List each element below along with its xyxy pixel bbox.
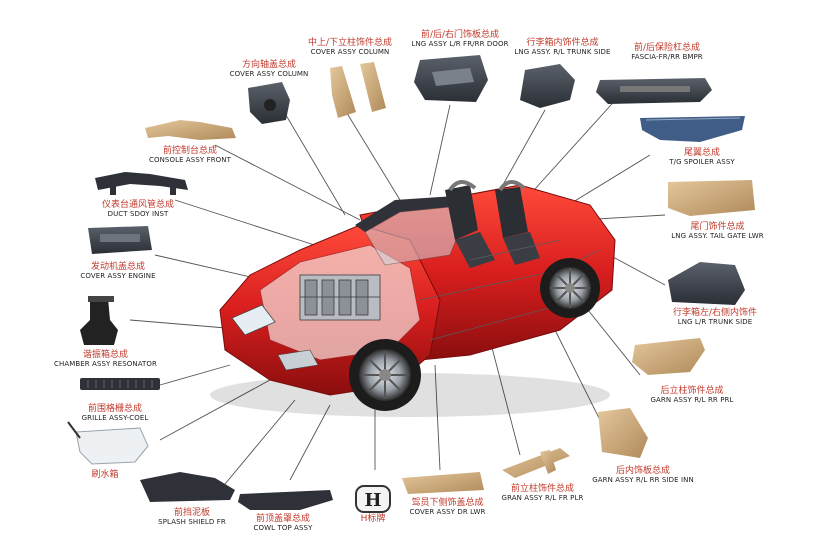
label-en: COVER ASSY ENGINE	[80, 272, 156, 281]
part-bumper	[596, 78, 712, 104]
part-washer-tank	[67, 421, 149, 465]
label-cn: 尾门饰件总成	[690, 222, 745, 232]
part-resonator	[80, 296, 118, 345]
label-en: LNG ASSY. TAIL GATE LWR	[671, 232, 764, 241]
label-en: COVER ASSY DR LWR	[409, 508, 486, 517]
label-cn: 仪表台通风管总成	[101, 200, 174, 210]
part-grille	[80, 378, 160, 390]
label-cn: 驾员下侧饰盖总成	[411, 498, 484, 508]
label-cn: 谐振箱总成	[82, 350, 128, 360]
label-tail-gate: 尾门饰件总成 LNG ASSY. TAIL GATE LWR	[660, 222, 775, 240]
label-cn: 前挡泥板	[173, 508, 210, 518]
label-cowl-top: 前顶盖罩总成 COWL TOP ASSY	[238, 514, 328, 532]
part-cowl-top	[238, 490, 333, 510]
label-duct: 仪表台通风管总成 DUCT SDOY INST	[88, 200, 188, 218]
label-h-emblem: H标牌	[345, 514, 401, 524]
label-pillar-column: 中上/下立柱饰件总成 COVER ASSY COLUMN	[290, 38, 410, 56]
label-en: GRAN ASSY R/L FR PLR	[501, 494, 584, 503]
part-trunk-side-lr	[668, 262, 745, 305]
label-cover-assy-column: 方向轴盖总成 COVER ASSY COLUMN	[214, 60, 324, 78]
label-door-panel: 前/后/右门饰板总成 LNG ASSY L/R FR/RR DOOR	[395, 30, 525, 48]
label-cn: 中上/下立柱饰件总成	[307, 38, 393, 48]
label-engine-cover: 发动机盖总成 COVER ASSY ENGINE	[68, 262, 168, 280]
label-washer-tank: 刷水箱	[70, 470, 140, 480]
label-dr-lower-cover: 驾员下侧饰盖总成 COVER ASSY DR LWR	[395, 498, 500, 516]
part-cover-assy-column	[248, 82, 290, 124]
label-cn: 刷水箱	[91, 470, 119, 480]
part-trunk-side	[520, 64, 575, 108]
label-en: COWL TOP ASSY	[253, 524, 313, 533]
label-cn: 前控制台总成	[162, 146, 217, 156]
label-resonator: 谐振箱总成 CHAMBER ASSY RESONATOR	[48, 350, 163, 368]
label-cn: 前立柱饰件总成	[510, 484, 574, 494]
part-spoiler	[640, 116, 745, 142]
label-bumper: 前/后保险杠总成 FASCIA-FR/RR BMPR	[612, 43, 722, 61]
label-cn: 后内饰板总成	[615, 466, 670, 476]
label-rr-pillar-garnish: 后立柱饰件总成 GARN ASSY R/L RR PRL	[632, 386, 752, 404]
label-trunk-side: 行李箱内饰件总成 LNG ASSY. R/L TRUNK SIDE	[505, 38, 620, 56]
label-en: CONSOLE ASSY FRONT	[148, 156, 232, 165]
part-rr-side-inner	[598, 408, 648, 458]
part-door-panel	[414, 55, 488, 102]
label-cn: 前/后保险杠总成	[633, 43, 701, 53]
label-en: FASCIA-FR/RR BMPR	[631, 53, 703, 62]
label-en: LNG L/R TRUNK SIDE	[677, 318, 753, 327]
logo-letter: H	[364, 490, 381, 511]
part-h-emblem: H	[355, 485, 391, 513]
part-engine-cover	[88, 226, 152, 254]
label-cn: 行李箱内饰件总成	[526, 38, 599, 48]
label-rr-side-inner: 后内饰板总成 GARN ASSY R/L RR SIDE INN	[578, 466, 708, 484]
label-cn: 发动机盖总成	[90, 262, 145, 272]
part-duct	[95, 172, 188, 195]
label-en: SPLASH SHIELD FR	[158, 518, 226, 527]
part-console-front	[145, 120, 236, 140]
part-tail-gate	[668, 180, 755, 216]
car-illustration	[210, 180, 616, 417]
label-en: GRILLE ASSY-COEL	[81, 414, 149, 423]
part-dr-lower-cover	[402, 472, 484, 494]
label-cn: 后立柱饰件总成	[660, 386, 724, 396]
label-cn: 前顶盖罩总成	[255, 514, 310, 524]
label-grille: 前围格栅总成 GRILLE ASSY-COEL	[65, 404, 165, 422]
label-fr-pillar: 前立柱饰件总成 GRAN ASSY R/L FR PLR	[485, 484, 600, 502]
label-cn: 前围格栅总成	[87, 404, 142, 414]
label-cn: 前/后/右门饰板总成	[420, 30, 500, 40]
label-en: COVER ASSY COLUMN	[310, 48, 390, 57]
label-en: COVER ASSY COLUMN	[229, 70, 309, 79]
label-en: GARN ASSY R/L RR SIDE INN	[592, 476, 694, 485]
label-en: T/G SPOILER ASSY	[669, 158, 735, 167]
label-en: GARN ASSY R/L RR PRL	[650, 396, 734, 405]
label-en: LNG ASSY L/R FR/RR DOOR	[411, 40, 509, 49]
leader-lines	[129, 94, 666, 491]
label-cn: 行李箱左/右侧内饰件	[672, 308, 758, 318]
label-cn: 尾翼总成	[683, 148, 720, 158]
label-en: DUCT SDOY INST	[107, 210, 169, 219]
label-splash-shield: 前挡泥板 SPLASH SHIELD FR	[142, 508, 242, 526]
part-fr-pillar	[502, 448, 570, 478]
label-en: CHAMBER ASSY RESONATOR	[53, 360, 158, 369]
part-pillar-column	[330, 62, 386, 118]
label-console-front: 前控制台总成 CONSOLE ASSY FRONT	[140, 146, 240, 164]
label-cn: H标牌	[360, 514, 386, 524]
part-splash-shield	[140, 472, 235, 502]
label-en: LNG ASSY. R/L TRUNK SIDE	[514, 48, 611, 57]
label-cn: 方向轴盖总成	[241, 60, 296, 70]
label-spoiler: 尾翼总成 T/G SPOILER ASSY	[652, 148, 752, 166]
label-trunk-side-lr: 行李箱左/右侧内饰件 LNG L/R TRUNK SIDE	[655, 308, 775, 326]
part-rr-pillar-garnish	[632, 338, 705, 375]
